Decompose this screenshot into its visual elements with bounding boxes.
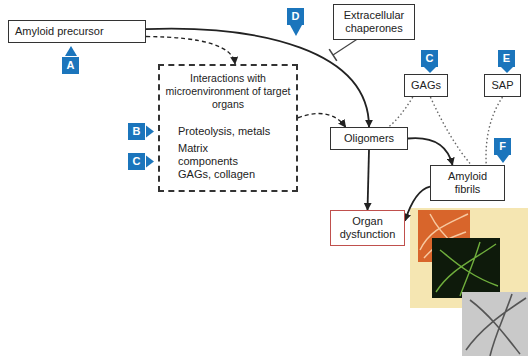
callout-number: A xyxy=(62,57,79,74)
callout-number: D xyxy=(287,8,304,25)
callout-pointers xyxy=(146,126,154,168)
micrograph-texture xyxy=(466,294,526,356)
callout-number: C xyxy=(421,50,438,67)
connector-arrow xyxy=(408,138,453,165)
connector-arrow xyxy=(430,97,471,165)
callout-number: B xyxy=(128,123,145,140)
process-box: Amyloid precursor xyxy=(8,20,146,43)
micrograph-green xyxy=(432,238,500,298)
group-box: Interactions with microenvironment of ta… xyxy=(158,64,298,192)
callout-pointer xyxy=(497,155,509,163)
connector-arrow xyxy=(146,37,235,64)
connector-arrow xyxy=(389,97,413,127)
micrograph-panel xyxy=(410,208,528,356)
callout-pointer xyxy=(146,156,154,168)
process-box: Extracellular chaperones xyxy=(333,4,415,40)
connector-arrow xyxy=(368,150,370,210)
process-box: SAP xyxy=(484,74,521,97)
callout-number: E xyxy=(498,50,515,67)
callout-pointer xyxy=(65,46,77,56)
inhibition-bar xyxy=(329,49,337,61)
node-label: SAP xyxy=(491,79,514,92)
process-box: Oligomers xyxy=(330,127,408,150)
callout-number: C xyxy=(128,153,145,170)
callout-pointer xyxy=(424,67,436,73)
node-label: Organ dysfunction xyxy=(337,215,398,241)
node-label: GAGs xyxy=(411,79,441,92)
micrograph-grey xyxy=(462,292,528,356)
process-box: Amyloid fibrils xyxy=(430,165,505,201)
node-text: Matrix components GAGs, collagen xyxy=(164,142,292,181)
micrograph-texture xyxy=(436,242,498,296)
process-box: GAGs xyxy=(404,74,448,97)
connector-arrow xyxy=(405,187,430,221)
node-label: Oligomers xyxy=(337,132,401,145)
node-label: Interactions with microenvironment of ta… xyxy=(164,72,292,111)
outcome-box: Organ dysfunction xyxy=(330,210,405,246)
node-label: Extracellular chaperones xyxy=(340,9,408,35)
node-label: Amyloid fibrils xyxy=(437,170,498,196)
callout-number: F xyxy=(494,138,511,155)
callout-pointer xyxy=(501,67,513,73)
node-label: Amyloid precursor xyxy=(15,25,139,38)
connector-arrow xyxy=(298,114,346,127)
callout-pointer xyxy=(146,126,154,138)
node-text: Proteolysis, metals xyxy=(164,125,292,138)
callout-pointer xyxy=(290,25,302,36)
